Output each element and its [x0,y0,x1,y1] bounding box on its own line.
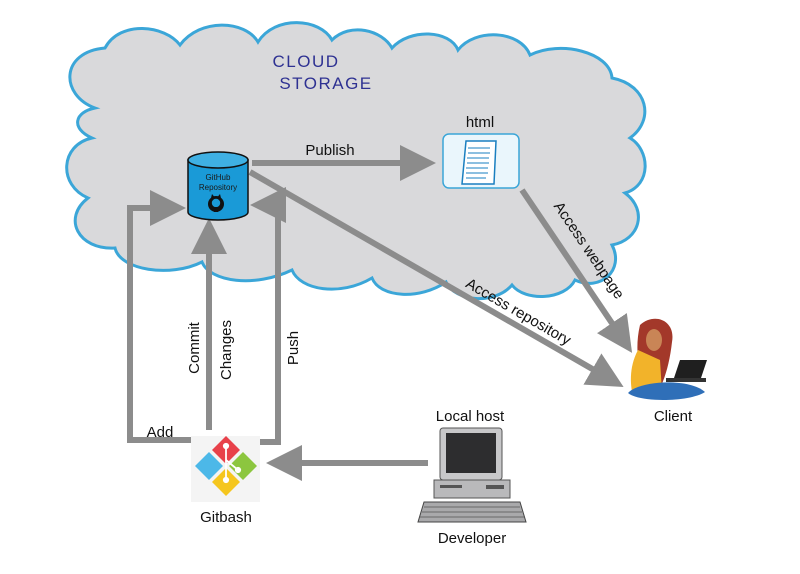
html-label: html [466,114,494,131]
repository-label-line1: GitHub [206,173,231,182]
add-arrow [127,190,193,443]
publish-label: Publish [305,142,354,159]
access-webpage-arrow [519,188,633,353]
developer-label: Developer [438,530,506,547]
push-label: Push [285,331,302,365]
client-label: Client [654,408,693,425]
github-repository: GitHub Repository [187,151,249,221]
repository-label-line2: Repository [199,183,237,192]
html-document-icon [442,133,520,189]
github-octocat-icon [208,194,224,212]
cloud-title-line2: STORAGE [279,74,372,93]
changes-label: Changes [218,320,235,380]
add-label: Add [147,424,174,441]
local-host-label: Local host [436,408,505,425]
gitbash-label: Gitbash [200,509,252,526]
client-person-icon [628,318,707,401]
cloud-title-line1: CLOUD [272,52,339,71]
developer-computer-icon [417,427,527,523]
commit-label: Commit [186,321,203,373]
push-arrow [250,187,286,445]
gitbash-icon [191,436,260,502]
access-repository-arrow [248,169,624,387]
